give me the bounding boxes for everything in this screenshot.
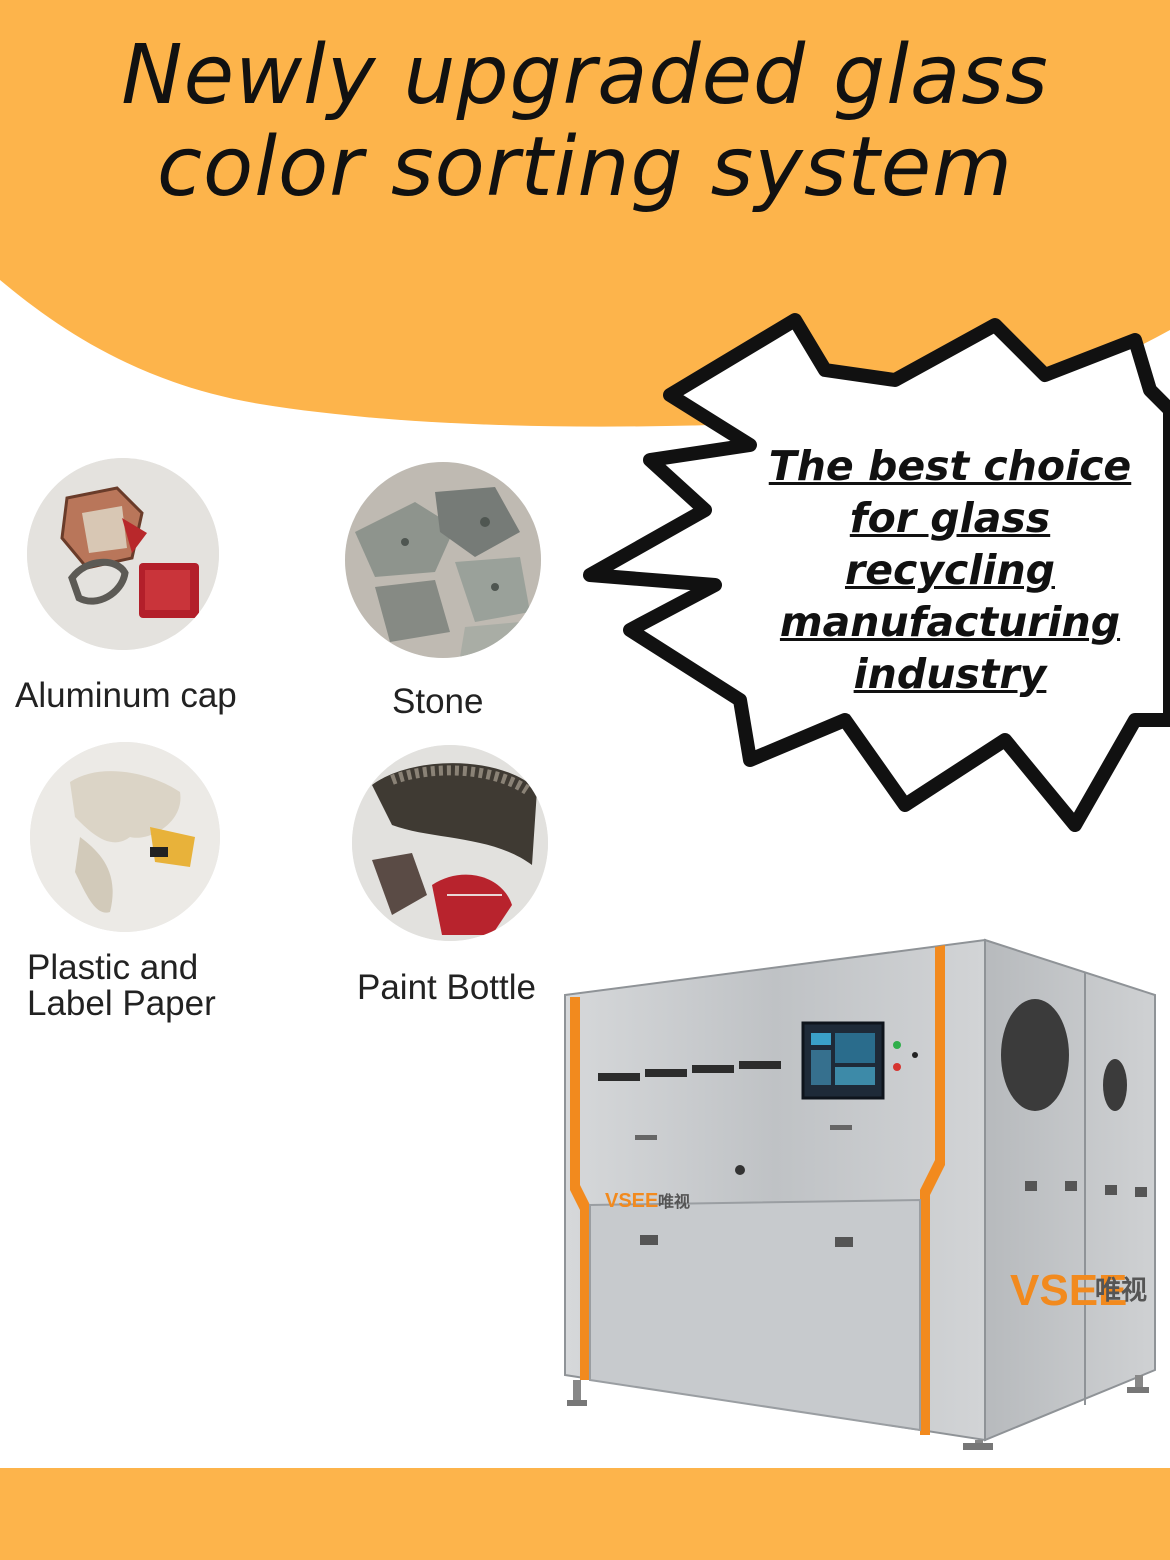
headline: Newly upgraded glass color sorting syste… [121, 28, 1049, 215]
paint-bottle-label: Paint Bottle [357, 968, 536, 1007]
machine-brand-small: VSEE [605, 1190, 658, 1212]
header-blob [0, 0, 1170, 427]
machine-brand-large: VSEE [1010, 1266, 1127, 1315]
machine-brand-cn-large: 唯视 [1095, 1276, 1147, 1306]
machine-brand-cn-small: 唯视 [658, 1192, 690, 1211]
sorting-machine-image: VSEE 唯视 VSEE 唯视 [564, 938, 1156, 1450]
plastic-label-label: Plastic and Label Paper [27, 948, 216, 1023]
paint-bottle-photo [352, 745, 548, 941]
tagline-line-3: recycling [844, 546, 1055, 594]
tagline-line-2: for glass [849, 494, 1051, 542]
plastic-label-photo [30, 742, 220, 932]
tagline-line-1: The best choice [768, 442, 1132, 490]
stone-label: Stone [392, 682, 484, 721]
speech-burst [583, 313, 1170, 832]
tagline-line-5: industry [853, 650, 1047, 698]
aluminum-cap-photo [27, 458, 219, 650]
stone-photo [345, 462, 541, 658]
footer-bar [0, 1468, 1170, 1560]
aluminum-cap-label: Aluminum cap [15, 676, 237, 715]
tagline: The best choice for glass recycling manu… [730, 440, 1170, 700]
tagline-line-4: manufacturing [779, 598, 1121, 646]
